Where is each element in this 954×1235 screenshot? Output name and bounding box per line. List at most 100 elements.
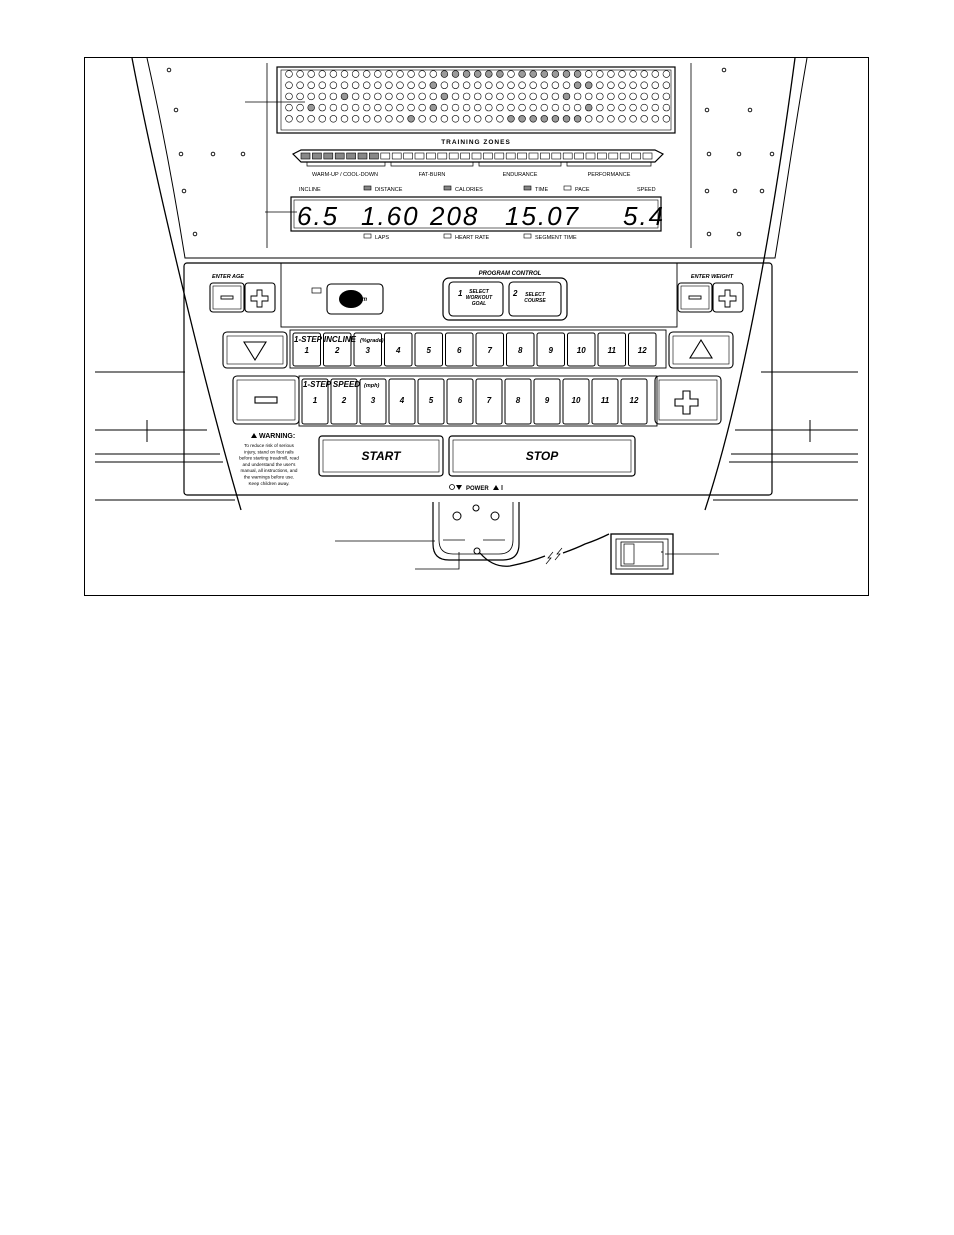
start-label: START <box>362 449 403 463</box>
speed-down-button[interactable] <box>232 375 300 425</box>
led-dot <box>340 92 349 101</box>
led-dot <box>651 81 659 89</box>
led-laps <box>363 233 372 239</box>
incline-down-button[interactable] <box>222 331 288 369</box>
led-dot <box>573 81 582 89</box>
start-button[interactable] <box>318 435 444 477</box>
speed-key-5[interactable] <box>417 378 445 425</box>
led-dot <box>529 70 537 78</box>
incline-key-3[interactable] <box>353 332 382 367</box>
led-dot <box>363 103 371 112</box>
incline-up-button[interactable] <box>668 331 734 369</box>
speed-key-label: 12 <box>630 396 639 405</box>
age-plus-button[interactable] <box>244 282 276 313</box>
led-dot <box>551 81 560 89</box>
speed-key-1[interactable] <box>301 378 329 425</box>
warning-line: injury, stand on foot rails <box>244 449 294 454</box>
incline-key-2[interactable] <box>323 332 352 367</box>
led-dot <box>562 103 571 112</box>
incline-key-7[interactable] <box>475 332 504 367</box>
led-time <box>523 185 532 191</box>
readout-calories: 208 <box>429 201 479 231</box>
speed-key-label: 9 <box>545 396 550 405</box>
zone-cell <box>323 152 334 160</box>
power-switch-rocker[interactable] <box>620 541 664 567</box>
zone-cell <box>448 152 459 160</box>
incline-key-4[interactable] <box>384 332 413 367</box>
led-dot <box>462 92 471 101</box>
led-dot <box>363 81 371 89</box>
zone-cell <box>505 152 516 160</box>
speed-key-9[interactable] <box>533 378 561 425</box>
incline-key-9[interactable] <box>536 332 565 367</box>
age-minus-button[interactable] <box>209 282 245 313</box>
led-dot <box>607 81 615 89</box>
led-dot <box>529 81 537 89</box>
speed-key-4[interactable] <box>388 378 416 425</box>
led-dot <box>496 70 504 78</box>
weight-plus-button[interactable] <box>712 282 744 313</box>
led-dot <box>429 81 437 89</box>
led-dot <box>307 81 315 89</box>
warning-line: manual, all instructions, and <box>241 468 298 473</box>
led-dot <box>551 115 560 123</box>
speed-key-11[interactable] <box>591 378 619 425</box>
ifit-button[interactable] <box>326 283 384 315</box>
incline-key-11[interactable] <box>597 332 626 367</box>
led-dot <box>573 103 582 112</box>
incline-key-10[interactable] <box>567 332 596 367</box>
speed-key-10[interactable] <box>562 378 590 425</box>
led-dot <box>318 81 327 89</box>
led-dot <box>618 70 626 78</box>
led-dot <box>562 115 571 123</box>
incline-key-6[interactable] <box>445 332 474 367</box>
weight-minus-button[interactable] <box>677 282 713 313</box>
led-dot <box>596 103 604 112</box>
led-dot <box>474 92 482 101</box>
zone-cell <box>300 152 311 160</box>
led-dot <box>363 115 371 123</box>
zone-cell <box>346 152 356 160</box>
incline-key-12[interactable] <box>628 332 657 367</box>
led-calories <box>443 185 452 191</box>
zone-label-warmup: WARM-UP / COOL-DOWN <box>312 172 378 178</box>
speed-key-3[interactable] <box>359 378 387 425</box>
program-1-line3: GOAL <box>472 301 486 307</box>
stop-button[interactable] <box>448 435 636 477</box>
speed-key-8[interactable] <box>504 378 532 425</box>
treadmill-console-diagram: TRAINING ZONES WARM-UP / COOL-DOWN FAT-B… <box>95 58 858 575</box>
zone-cell <box>540 152 550 160</box>
led-dot <box>374 81 382 89</box>
speed-key-7[interactable] <box>475 378 503 425</box>
led-dot <box>629 70 637 78</box>
led-dot <box>540 92 548 101</box>
led-dot <box>507 81 515 89</box>
incline-key-5[interactable] <box>414 332 443 367</box>
speed-up-button[interactable] <box>654 375 722 425</box>
led-dot <box>518 70 526 78</box>
program-button-2[interactable] <box>508 281 562 317</box>
speed-key-6[interactable] <box>446 378 474 425</box>
zone-cell <box>426 152 436 160</box>
zone-cell <box>562 152 573 160</box>
program-button-1[interactable] <box>448 281 504 317</box>
readout-incline: 6.5 <box>297 201 339 231</box>
program-panel <box>280 262 678 328</box>
incline-down-icon <box>243 341 267 362</box>
led-dot <box>329 103 338 112</box>
led-dot <box>607 115 615 123</box>
training-zone-bar <box>291 149 665 163</box>
speed-key-2[interactable] <box>330 378 358 425</box>
led-dot <box>596 92 604 101</box>
led-dot <box>651 70 659 78</box>
power-off-icon <box>449 484 455 490</box>
led-dot <box>418 70 426 78</box>
key-clip-socket <box>473 547 481 555</box>
speed-key-12[interactable] <box>620 378 648 425</box>
led-dot <box>562 81 571 89</box>
screw-hole <box>706 231 712 237</box>
led-dot <box>485 115 493 123</box>
incline-key-1[interactable] <box>292 332 321 367</box>
incline-key-8[interactable] <box>506 332 535 367</box>
power-switch-housing[interactable] <box>610 533 674 575</box>
